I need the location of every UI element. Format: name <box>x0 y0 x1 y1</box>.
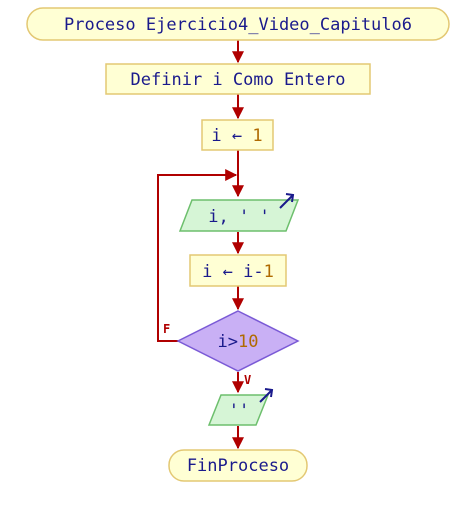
assign1-node-text: i ← 1 <box>211 126 262 146</box>
output1-node[interactable]: i, ' ' <box>178 193 300 232</box>
true-branch-label: V <box>244 373 251 387</box>
assign2-node[interactable]: i ← i-1 <box>189 254 287 287</box>
decision-node-text: i>10 <box>218 332 259 352</box>
assign1-node[interactable]: i ← 1 <box>201 119 274 151</box>
output-arrow-icon <box>279 193 295 209</box>
start-node[interactable]: Proceso Ejercicio4_Video_Capitulo6 <box>26 7 450 41</box>
start-node-text: Proceso Ejercicio4_Video_Capitulo6 <box>64 15 412 35</box>
assign2-node-text: i ← i-1 <box>202 262 274 282</box>
output1-node-text: i, ' ' <box>208 207 269 227</box>
output2-node[interactable]: '' <box>207 388 274 426</box>
end-node[interactable]: FinProceso <box>168 449 308 482</box>
output-arrow-icon <box>259 388 274 403</box>
output2-node-text: '' <box>229 401 249 421</box>
define-node-text: Definir i Como Entero <box>131 70 346 90</box>
define-node[interactable]: Definir i Como Entero <box>105 63 371 95</box>
end-node-text: FinProceso <box>187 456 289 476</box>
edges <box>157 40 244 450</box>
false-branch-label: F <box>163 322 170 336</box>
edge-loop-back <box>157 169 238 342</box>
decision-node[interactable]: i>10 <box>176 310 300 372</box>
